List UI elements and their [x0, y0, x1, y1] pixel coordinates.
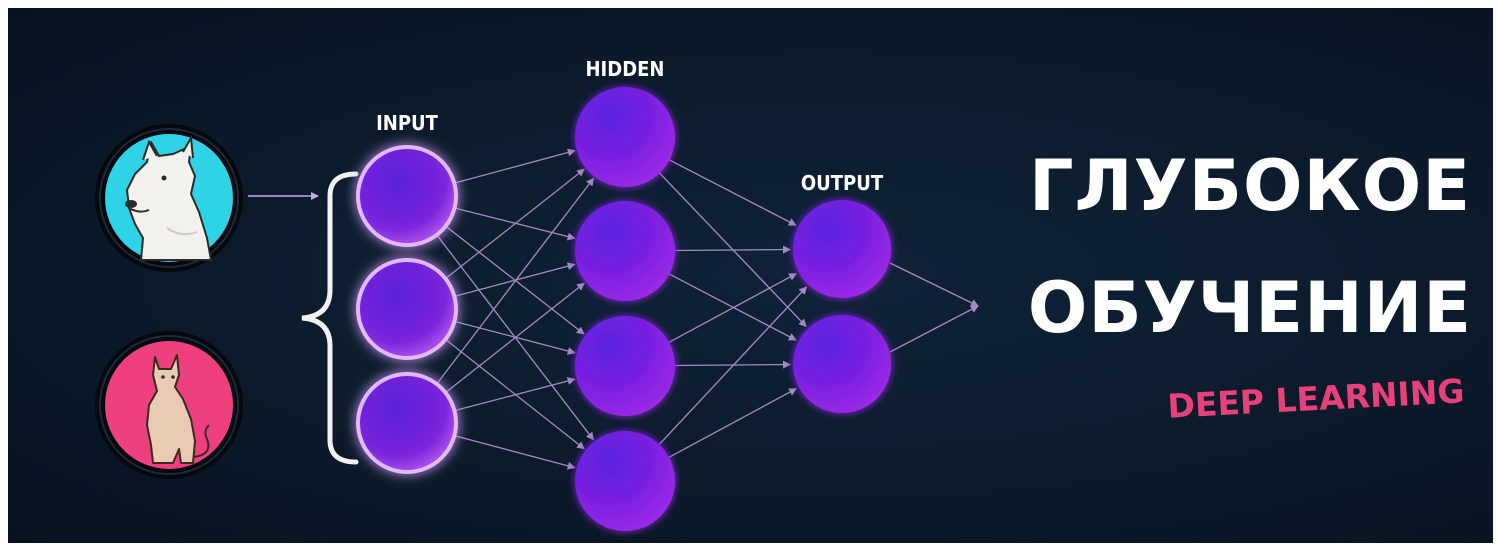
hidden-node — [575, 431, 675, 531]
connection-line — [445, 168, 585, 279]
input-label: INPUT — [376, 111, 439, 135]
hidden-label: HIDDEN — [586, 57, 665, 81]
diagram-background — [8, 8, 1493, 543]
output-arrow — [889, 305, 979, 353]
connection-line — [668, 273, 797, 341]
hidden-node — [575, 201, 675, 301]
subtitle: DEEP LEARNING — [1166, 371, 1465, 426]
input-node — [356, 145, 458, 247]
connection-line — [455, 435, 576, 470]
connection-line — [669, 159, 797, 226]
connection-line — [445, 282, 585, 393]
input-node — [356, 372, 458, 474]
title-line-2: ОБУЧЕНИЕ — [1028, 267, 1472, 349]
output-layer — [793, 200, 891, 413]
input-layer — [356, 145, 458, 474]
dog-icon — [95, 124, 243, 272]
cat-icon — [95, 331, 243, 479]
title-line-1: ГЛУБОКОЕ — [1029, 145, 1471, 227]
connection-line — [455, 377, 576, 412]
hidden-layer — [575, 87, 675, 531]
connection-line — [436, 177, 595, 384]
output-arrow — [889, 262, 979, 307]
connection-line — [668, 273, 798, 343]
connection-line — [674, 245, 791, 254]
connection-line — [668, 388, 798, 458]
connection-line — [674, 360, 791, 369]
input-brace — [301, 171, 359, 465]
connection-line — [455, 148, 576, 184]
connections — [436, 148, 979, 470]
output-label: OUTPUT — [801, 171, 884, 195]
output-node — [793, 200, 891, 298]
hidden-node — [575, 316, 675, 416]
connection-line — [658, 286, 808, 445]
output-node — [793, 315, 891, 413]
hidden-node — [575, 87, 675, 187]
connection-line — [455, 262, 576, 297]
input-node — [356, 258, 458, 360]
